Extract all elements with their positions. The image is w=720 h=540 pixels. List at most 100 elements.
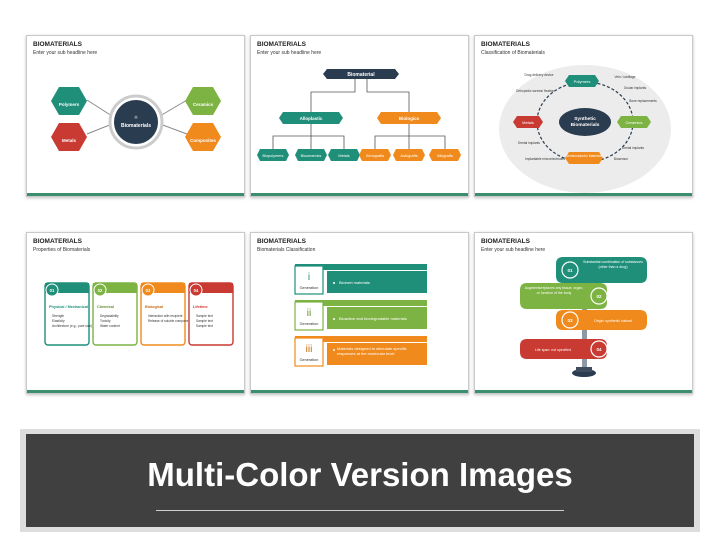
- svg-text:Vein / cartilage: Vein / cartilage: [615, 75, 636, 79]
- slide-title: BIOMATERIALS: [33, 238, 82, 245]
- hex-metals: [51, 123, 87, 151]
- group-left: [279, 112, 343, 124]
- slide-subtitle: Properties of Biomaterials: [33, 247, 91, 253]
- svg-text:Generation: Generation: [300, 286, 319, 290]
- svg-text:04: 04: [596, 347, 602, 352]
- svg-text:04: 04: [194, 288, 199, 293]
- slide-accent-bar: [251, 193, 468, 196]
- svg-text:Polymers: Polymers: [59, 102, 80, 107]
- svg-text:02: 02: [98, 288, 103, 293]
- svg-text:Lifetime: Lifetime: [193, 305, 208, 309]
- slide-subtitle: Enter your sub headline here: [257, 50, 322, 56]
- slide-title: BIOMATERIALS: [257, 41, 306, 48]
- svg-text:Sample text: Sample text: [196, 324, 213, 328]
- svg-text:Biomaterial: Biomaterial: [347, 72, 375, 78]
- svg-text:Degradability: Degradability: [100, 314, 119, 318]
- svg-text:Implantable microelectrodes: Implantable microelectrodes: [525, 157, 565, 161]
- svg-text:Interaction with recipient: Interaction with recipient: [148, 314, 182, 318]
- svg-text:Allografts: Allografts: [437, 154, 453, 158]
- footer-banner: Multi-Color Version Images: [20, 429, 700, 532]
- svg-text:Alloplastic: Alloplastic: [300, 116, 323, 121]
- svg-text:Ocular implants: Ocular implants: [624, 86, 647, 90]
- svg-text:02: 02: [596, 294, 602, 299]
- svg-text:Autografts: Autografts: [400, 154, 417, 158]
- slide-title: BIOMATERIALS: [481, 238, 530, 245]
- thumbnail-slide-5[interactable]: BIOMATERIALS Biomaterials Classification…: [250, 232, 469, 394]
- banner-panel: Multi-Color Version Images: [26, 434, 694, 527]
- root-node: [323, 69, 399, 79]
- svg-text:Physical / Mechanical: Physical / Mechanical: [49, 305, 88, 309]
- svg-text:Architecture (e.g., pore size): Architecture (e.g., pore size): [52, 324, 92, 328]
- svg-text:Polymers: Polymers: [574, 79, 591, 84]
- svg-text:Toxicity: Toxicity: [100, 319, 111, 323]
- svg-text:Biological: Biological: [145, 305, 163, 309]
- slide-accent-bar: [251, 390, 468, 393]
- svg-text:iii: iii: [306, 344, 313, 355]
- svg-text:Synthetic: Synthetic: [574, 116, 596, 122]
- svg-text:01: 01: [567, 268, 573, 273]
- svg-text:Biopolymers: Biopolymers: [263, 154, 284, 158]
- svg-text:Chemical: Chemical: [97, 305, 114, 309]
- svg-text:03: 03: [567, 318, 573, 323]
- svg-text:Orthopedic screws/ fixation: Orthopedic screws/ fixation: [516, 89, 554, 93]
- hex-polymers: [51, 87, 87, 115]
- svg-text:Sample text: Sample text: [196, 314, 213, 318]
- thumbnail-slide-4[interactable]: BIOMATERIALS Properties of Biomaterials …: [26, 232, 245, 394]
- svg-text:Bioactive and biodegradable ma: Bioactive and biodegradable materials: [339, 316, 407, 321]
- slide-subtitle: Enter your sub headline here: [481, 247, 546, 253]
- svg-text:Biomaterials: Biomaterials: [571, 122, 600, 128]
- svg-text:Strength: Strength: [52, 314, 64, 318]
- center-label: Biomaterials: [121, 123, 151, 129]
- svg-text:i: i: [308, 272, 310, 283]
- slide-title: BIOMATERIALS: [481, 41, 530, 48]
- svg-text:Water content: Water content: [100, 324, 120, 328]
- svg-text:Origin: synthetic/ natural: Origin: synthetic/ natural: [594, 319, 632, 323]
- svg-text:01: 01: [50, 288, 55, 293]
- hex-ceramics: [185, 87, 221, 115]
- svg-text:Ceramics: Ceramics: [626, 120, 643, 125]
- svg-text:Biologics: Biologics: [399, 116, 420, 121]
- signpost-diagram: 01 Substantial combination of substances…: [520, 257, 647, 377]
- thumbnail-slide-1[interactable]: BIOMATERIALS Enter your sub headline her…: [26, 35, 245, 197]
- classification-diagram: Synthetic Biomaterials Polymers Ceramics…: [499, 65, 671, 193]
- svg-text:Elasticity: Elasticity: [52, 319, 65, 323]
- svg-text:Generation: Generation: [300, 358, 319, 362]
- center-ellipse: [559, 108, 611, 136]
- svg-text:Drug delivery device: Drug delivery device: [525, 73, 554, 77]
- slide-title: BIOMATERIALS: [33, 41, 82, 48]
- slide-subtitle: Biomaterials Classification: [257, 247, 316, 253]
- svg-text:03: 03: [146, 288, 151, 293]
- svg-text:Dental implants: Dental implants: [622, 146, 644, 150]
- slide-title: BIOMATERIALS: [257, 238, 306, 245]
- group-right: [377, 112, 441, 124]
- slide-subtitle: Enter your sub headline here: [33, 50, 98, 56]
- tree-diagram: Biomaterial Alloplastic Biologics Biopol…: [257, 69, 461, 161]
- banner-divider: [156, 510, 564, 511]
- svg-text:Release of soluble components: Release of soluble components: [148, 319, 193, 323]
- hex-composites: [185, 123, 221, 151]
- generation-rows: i Generation Bioinert materials ii Gener…: [294, 264, 427, 367]
- svg-text:Life span: not specified: Life span: not specified: [535, 348, 571, 352]
- svg-text:Ceramics: Ceramics: [193, 102, 214, 107]
- svg-text:Metals: Metals: [522, 120, 534, 125]
- slide-subtitle: Classification of Biomaterials: [481, 50, 545, 56]
- svg-text:Biosensor: Biosensor: [614, 157, 629, 161]
- slide-accent-bar: [27, 390, 244, 393]
- svg-text:Semiconductor Materials: Semiconductor Materials: [566, 154, 603, 158]
- thumbnail-slide-3[interactable]: BIOMATERIALS Classification of Biomateri…: [474, 35, 693, 197]
- svg-text:Composites: Composites: [190, 138, 216, 143]
- svg-text:⚛: ⚛: [134, 115, 138, 121]
- svg-text:Xenografts: Xenografts: [366, 154, 384, 158]
- svg-text:Generation: Generation: [300, 322, 319, 326]
- thumbnail-slide-2[interactable]: BIOMATERIALS Enter your sub headline her…: [250, 35, 469, 197]
- slide-accent-bar: [475, 193, 692, 196]
- svg-text:Dental implants: Dental implants: [518, 141, 540, 145]
- svg-text:Metals: Metals: [338, 154, 349, 158]
- hexagon-diagram: ⚛ Biomaterials Polymers Metals Ceramics …: [51, 87, 221, 151]
- svg-text:Sample text: Sample text: [196, 319, 213, 323]
- banner-title: Multi-Color Version Images: [147, 456, 573, 493]
- thumbnail-slide-6[interactable]: BIOMATERIALS Enter your sub headline her…: [474, 232, 693, 394]
- slide-accent-bar: [27, 193, 244, 196]
- svg-text:ii: ii: [307, 308, 311, 319]
- properties-cards: 01 Physical / Mechanical Strength Elasti…: [44, 282, 234, 346]
